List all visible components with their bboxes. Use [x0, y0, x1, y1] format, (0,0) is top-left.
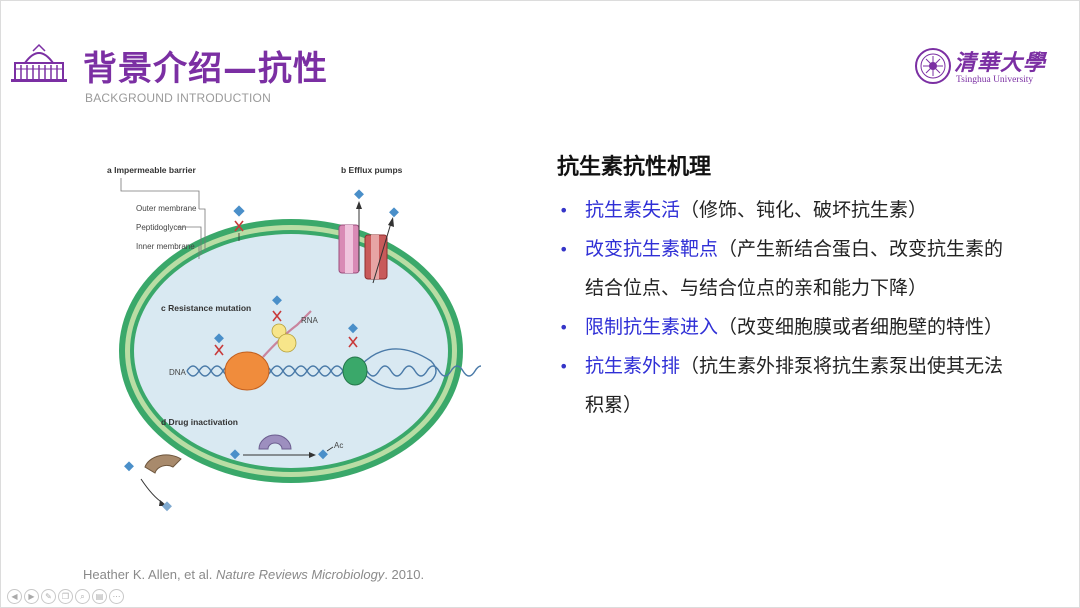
rna-strand — [262, 310, 312, 358]
efflux-pump-pink — [338, 224, 360, 274]
label-inner-membrane: Inner membrane — [136, 242, 195, 251]
antibiotic-molecule — [124, 461, 134, 472]
label-impermeable-barrier: a Impermeable barrier — [107, 165, 197, 175]
prev-icon[interactable]: ◀ — [7, 589, 22, 604]
inactivating-enzyme — [258, 434, 292, 450]
brand-name-en: Tsinghua University — [956, 75, 1034, 85]
mechanism-key: 限制抗生素进入 — [585, 316, 719, 338]
list-item: • 改变抗生素靶点（产生新结合蛋白、改变抗生素的结合位点、与结合位点的亲和能力下… — [557, 230, 1007, 308]
mechanism-desc: （修饰、钝化、破坏抗生素） — [680, 199, 928, 221]
mechanism-desc: （改变细胞膜或者细胞壁的特性） — [718, 316, 1004, 338]
tsinghua-brand: 清華大學 Tsinghua University — [914, 45, 1047, 89]
label-rna: RNA — [301, 316, 319, 325]
bullet-icon: • — [559, 240, 569, 259]
mechanism-desc: （产生新结合蛋白、改变抗生素的结合位点、与结合位点的亲和能力下降） — [585, 238, 1004, 299]
ribosome-yellow — [277, 333, 297, 353]
list-item: • 抗生素失活（修饰、钝化、破坏抗生素） — [557, 191, 1007, 230]
antibiotic-molecule — [214, 333, 224, 344]
antibiotic-molecule — [233, 205, 245, 217]
antibiotic-molecule — [354, 189, 364, 200]
bullet-icon: • — [559, 357, 569, 376]
target-enzyme-green — [342, 356, 368, 386]
page-subtitle: BACKGROUND INTRODUCTION — [85, 91, 271, 105]
mechanism-desc: （抗生素外排泵将抗生素泵出使其无法积累） — [585, 355, 1004, 416]
ribosome-orange — [224, 351, 270, 391]
list-item: • 抗生素外排（抗生素外排泵将抗生素泵出使其无法积累） — [557, 347, 1007, 425]
modified-antibiotic — [162, 501, 172, 512]
zoom-icon[interactable]: ⌕ — [75, 589, 90, 604]
label-drug-inactivation: d Drug inactivation — [161, 417, 238, 427]
mechanism-key: 抗生素失活 — [585, 199, 681, 221]
membrane-enzyme — [144, 454, 182, 474]
slideshow-controls: ◀ ▶ ✎ ❐ ⌕ ▤ ⋯ — [7, 589, 124, 605]
label-ac: Ac — [334, 441, 343, 450]
label-outer-membrane: Outer membrane — [136, 204, 197, 213]
menu-icon[interactable]: ▤ — [92, 589, 107, 604]
pen-icon[interactable]: ✎ — [41, 589, 56, 604]
citation-authors: Heather K. Allen, et al. — [83, 567, 216, 582]
citation-journal: Nature Reviews Microbiology — [215, 567, 385, 582]
mechanism-list: • 抗生素失活（修饰、钝化、破坏抗生素） • 改变抗生素靶点（产生新结合蛋白、改… — [557, 191, 1007, 425]
blocked-cross-icon — [234, 220, 244, 232]
label-efflux-pumps: b Efflux pumps — [341, 165, 403, 175]
mechanism-panel: 抗生素抗性机理 • 抗生素失活（修饰、钝化、破坏抗生素） • 改变抗生素靶点（产… — [557, 149, 1007, 425]
ribosome-yellow-small — [271, 323, 287, 339]
antibiotic-molecule — [389, 207, 399, 218]
bullet-icon: • — [559, 318, 569, 337]
modified-antibiotic — [318, 449, 328, 460]
more-icon[interactable]: ⋯ — [109, 589, 124, 604]
citation: Heather K. Allen, et al. Nature Reviews … — [83, 567, 424, 582]
tsinghua-seal-icon — [915, 48, 951, 84]
efflux-pump-red — [364, 234, 388, 280]
citation-year: . 2010. — [384, 567, 425, 582]
list-item: • 限制抗生素进入（改变细胞膜或者细胞壁的特性） — [557, 308, 1007, 347]
antibiotic-molecule — [348, 323, 358, 334]
label-peptidoglycan: Peptidoglycan — [136, 223, 186, 232]
next-icon[interactable]: ▶ — [24, 589, 39, 604]
antibiotic-molecule — [272, 295, 282, 306]
page-title: 背景介绍—抗性 — [83, 49, 328, 89]
tsinghua-building-logo-icon — [11, 43, 67, 82]
antibiotic-molecule — [230, 449, 240, 460]
mechanism-key: 改变抗生素靶点 — [585, 238, 719, 260]
label-dna: DNA — [169, 368, 187, 377]
copy-icon[interactable]: ❐ — [58, 589, 73, 604]
bullet-icon: • — [559, 201, 569, 220]
mechanism-key: 抗生素外排 — [585, 355, 681, 377]
resistance-mechanisms-diagram: a Impermeable barrier Outer membrane Pep… — [107, 165, 481, 512]
panel-heading: 抗生素抗性机理 — [557, 155, 712, 180]
label-resistance-mutation: c Resistance mutation — [161, 303, 251, 313]
brand-name-cn: 清華大學 — [954, 50, 1047, 76]
